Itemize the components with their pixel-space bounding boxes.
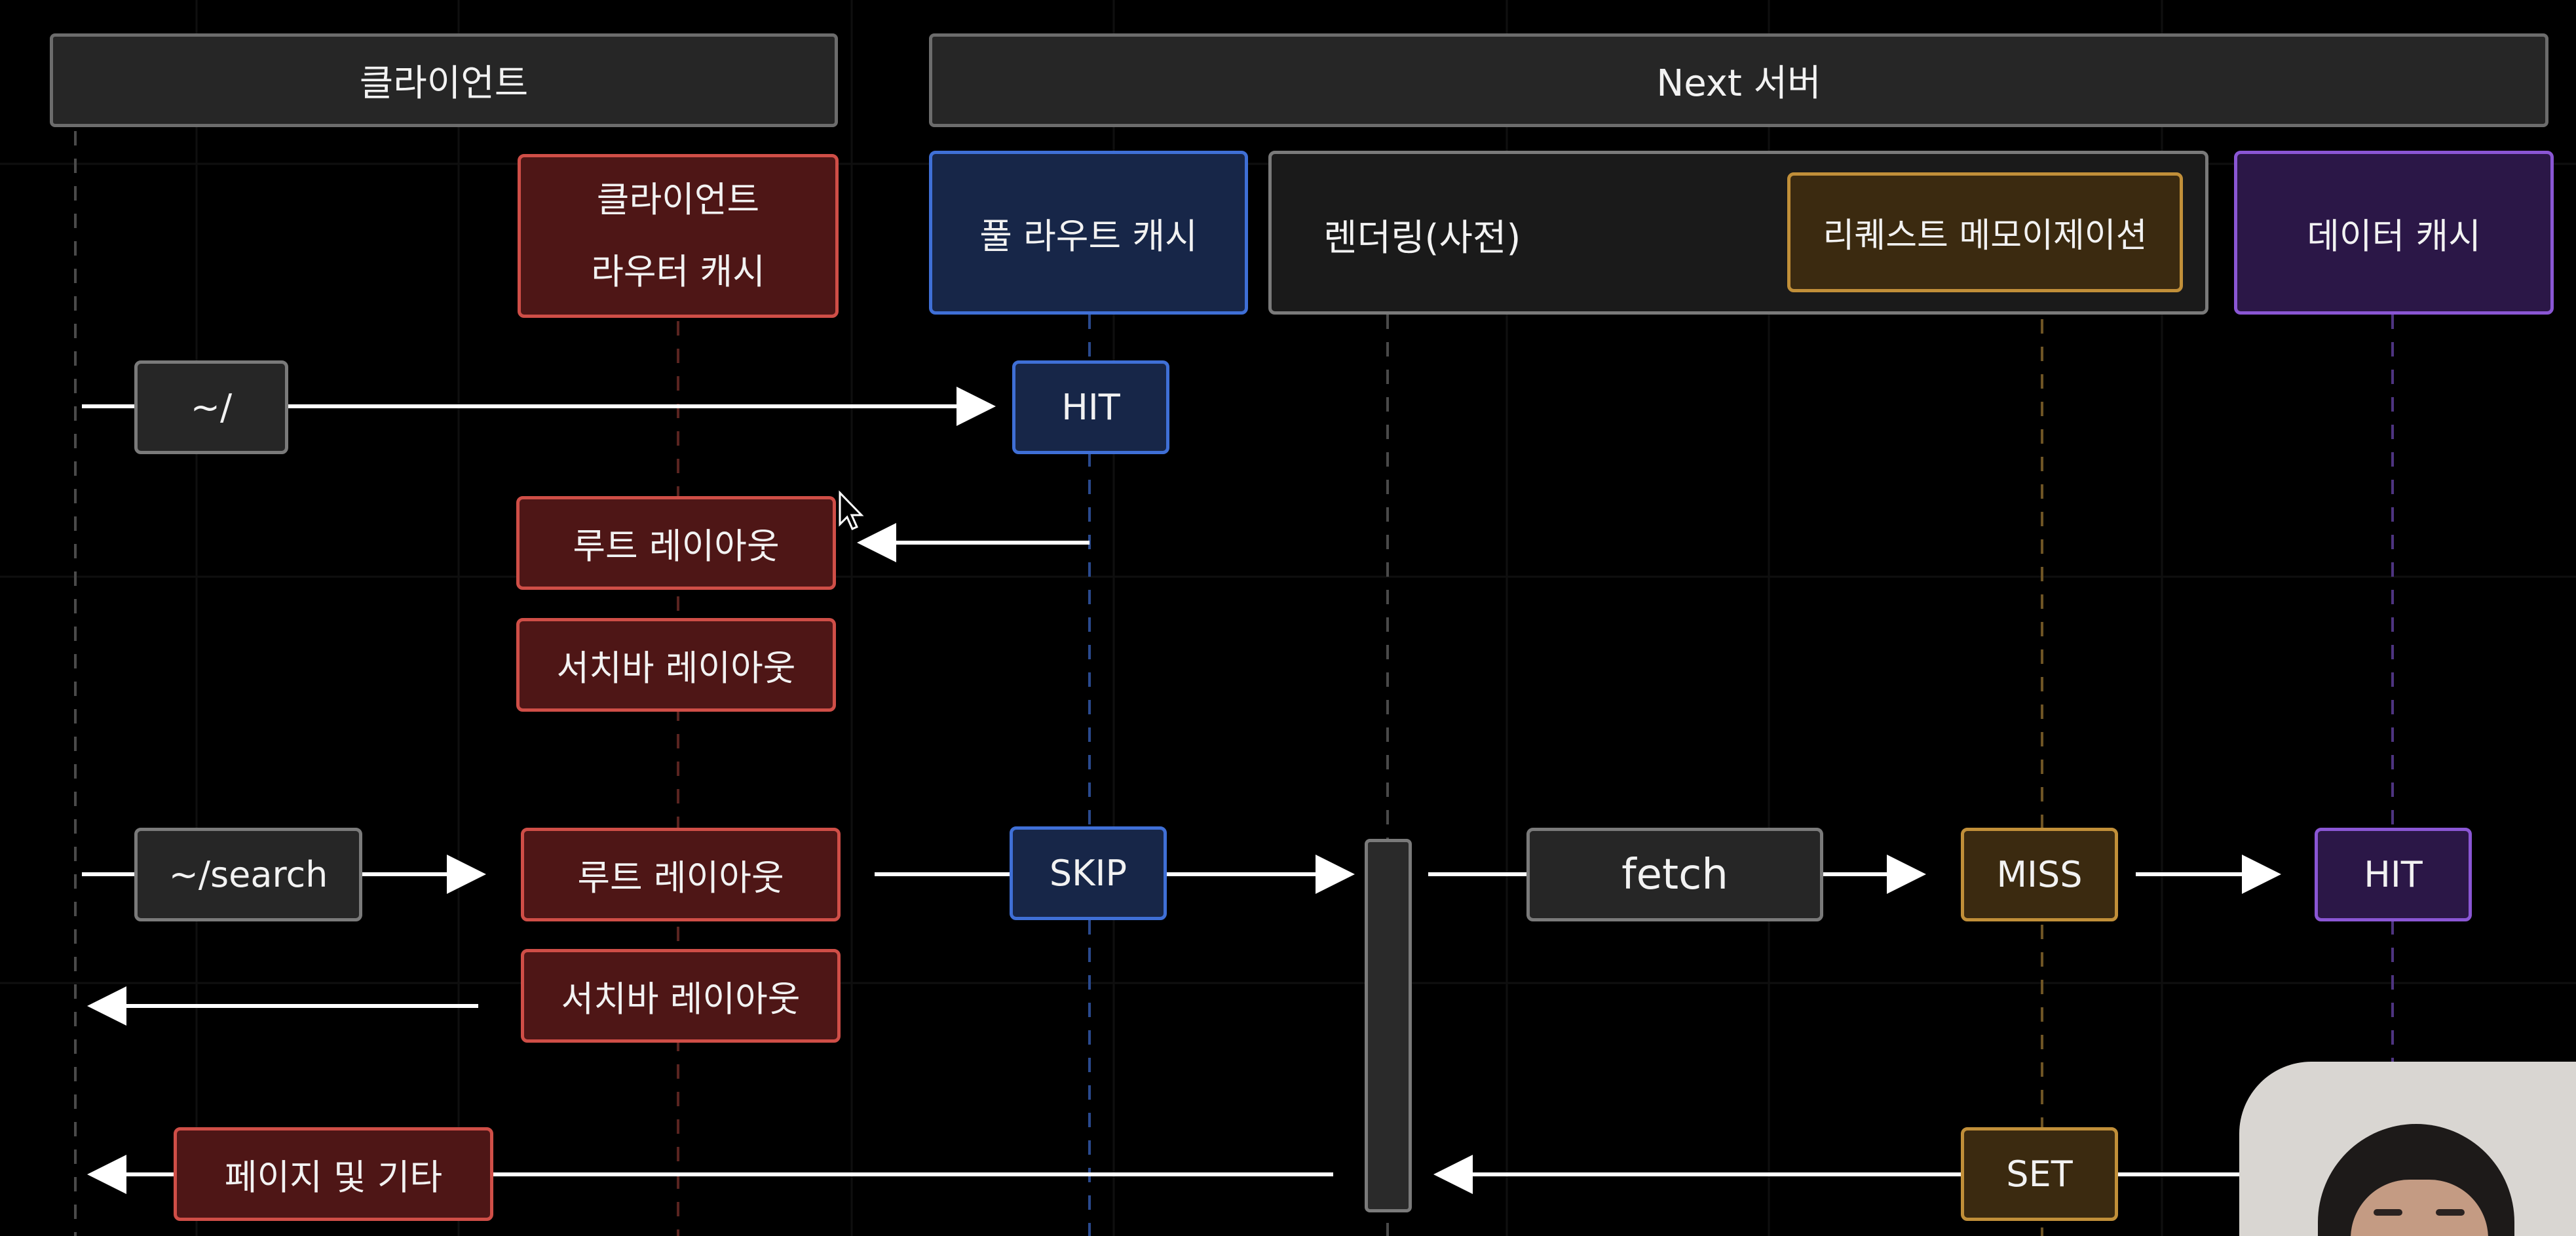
request-search-box: ~/search <box>134 828 362 921</box>
page-etc-label: 페이지 및 기타 <box>224 1157 443 1198</box>
rendering-activation-bar <box>1365 839 1412 1212</box>
server-lane-label: Next 서버 <box>1656 62 1821 105</box>
fetch-label: fetch <box>1621 850 1728 899</box>
flow2-searchbar-layout-box: 서치바 레이아웃 <box>521 949 841 1043</box>
client-lane-header: 클라이언트 <box>50 33 838 127</box>
memo-set-box: SET <box>1961 1127 2118 1221</box>
memo-miss-box: MISS <box>1961 828 2118 921</box>
flow1-root-layout-label: 루트 레이아웃 <box>573 526 780 567</box>
full-route-cache-header: 풀 라우트 캐시 <box>929 151 1248 315</box>
presenter-webcam <box>2239 1062 2576 1236</box>
client-lane-label: 클라이언트 <box>359 62 529 105</box>
mouse-cursor-icon <box>839 490 864 530</box>
client-router-cache-label-line2: 라우터 캐시 <box>591 251 765 292</box>
fetch-box: fetch <box>1526 828 1823 921</box>
request-search-label: ~/search <box>168 854 328 895</box>
flow1-root-layout-box: 루트 레이아웃 <box>516 496 836 590</box>
flow2-root-layout-label: 루트 레이아웃 <box>577 857 784 898</box>
flow1-searchbar-layout-label: 서치바 레이아웃 <box>556 647 796 689</box>
presenter-eye-left <box>2374 1209 2402 1216</box>
data-cache-label: 데이터 캐시 <box>2307 215 2481 257</box>
full-route-hit-box: HIT <box>1012 360 1169 454</box>
client-router-cache-header: 클라이언트 라우터 캐시 <box>518 154 839 318</box>
client-router-cache-label-line1: 클라이언트 <box>596 179 760 220</box>
full-route-hit-label: HIT <box>1061 387 1120 428</box>
flow2-root-layout-box: 루트 레이아웃 <box>521 828 841 921</box>
rendering-label: 렌더링(사전) <box>1323 217 1521 260</box>
page-etc-box: 페이지 및 기타 <box>174 1127 493 1221</box>
full-route-skip-label: SKIP <box>1049 853 1127 894</box>
data-cache-hit-box: HIT <box>2315 828 2472 921</box>
flow1-searchbar-layout-box: 서치바 레이아웃 <box>516 618 836 712</box>
data-cache-hit-label: HIT <box>2364 854 2423 895</box>
memo-miss-label: MISS <box>1996 854 2083 895</box>
request-root-box: ~/ <box>134 360 288 454</box>
full-route-cache-label: 풀 라우트 캐시 <box>979 215 1198 257</box>
data-cache-header: 데이터 캐시 <box>2234 151 2554 315</box>
presenter-eye-right <box>2436 1209 2465 1216</box>
request-root-label: ~/ <box>190 387 233 428</box>
request-memoization-label: 리퀘스트 메모이제이션 <box>1823 216 2148 256</box>
full-route-skip-box: SKIP <box>1010 826 1167 920</box>
memo-set-label: SET <box>2006 1153 2073 1195</box>
server-lane-header: Next 서버 <box>929 33 2548 127</box>
request-memoization-header: 리퀘스트 메모이제이션 <box>1787 172 2183 292</box>
flow2-searchbar-layout-label: 서치바 레이아웃 <box>561 978 801 1020</box>
